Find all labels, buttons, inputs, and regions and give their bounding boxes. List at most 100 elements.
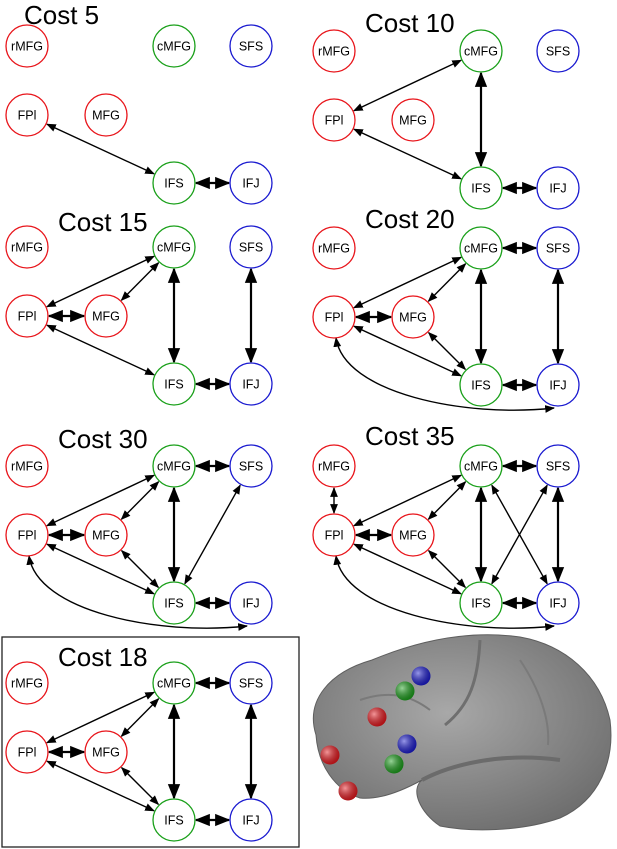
node-rmfg [312,444,356,488]
node-label-fpl: FPl [18,529,37,543]
edge-cmfg-mfg [120,698,160,737]
node-label-cmfg: cMFG [157,241,191,255]
node-sfs [229,225,273,269]
edge-fpl-ifs [46,324,155,376]
panel-title: Cost 15 [58,207,148,237]
node-rmfg [5,24,49,68]
edge-fpl-ifs [46,123,155,175]
node-cmfg [459,226,503,270]
node-label-cmfg: cMFG [157,40,191,54]
node-rmfg [5,661,49,705]
node-label-fpl: FPl [18,746,37,760]
node-ifj [229,581,273,625]
brain-dot-shading [411,666,431,686]
node-ifs [459,363,503,407]
node-label-mfg: MFG [92,109,120,123]
node-fpl [312,295,356,339]
node-label-rmfg: rMFG [318,460,350,474]
node-label-cmfg: cMFG [464,45,498,59]
node-label-mfg: MFG [92,529,120,543]
node-label-ifj: IFJ [242,814,259,828]
edge-cmfg-mfg [427,263,467,302]
node-cmfg [152,24,196,68]
node-label-cmfg: cMFG [157,677,191,691]
edge-fpl-ifj [333,337,555,413]
node-mfg [84,730,128,774]
node-label-fpl: FPl [325,114,344,128]
node-label-sfs: SFS [239,40,263,54]
node-cmfg [152,225,196,269]
node-sfs [536,29,580,73]
node-label-cmfg: cMFG [157,460,191,474]
node-sfs [229,24,273,68]
node-rmfg [5,225,49,269]
node-cmfg [459,29,503,73]
node-label-rmfg: rMFG [318,242,350,256]
brain-dot-shading [338,781,358,801]
brain-sulcus-2 [421,755,561,782]
panel-title: Cost 18 [58,642,148,672]
node-ifs [152,581,196,625]
node-fpl [5,93,49,137]
node-label-ifj: IFJ [242,378,259,392]
node-label-ifs: IFS [164,378,183,392]
brain-dots [320,666,431,801]
node-ifj [536,363,580,407]
node-ifj [536,581,580,625]
edge-mfg-ifs [120,766,160,806]
node-mfg [391,295,435,339]
node-label-ifs: IFS [471,182,490,196]
node-label-fpl: FPl [325,311,344,325]
brain-dot-shading [367,707,387,727]
node-label-mfg: MFG [92,746,120,760]
node-label-ifs: IFS [471,597,490,611]
node-sfs [229,661,273,705]
panel-title: Cost 35 [365,421,455,451]
node-label-sfs: SFS [239,460,263,474]
node-mfg [391,513,435,557]
node-ifs [459,166,503,210]
node-ifs [152,161,196,205]
node-label-sfs: SFS [546,45,570,59]
edge-fpl-ifj [26,555,248,631]
brain-sulcus-1 [444,639,482,727]
node-label-ifj: IFJ [242,177,259,191]
node-mfg [391,98,435,142]
highlight-frame [1,636,300,848]
panel-title: Cost 5 [24,0,99,30]
node-ifj [229,798,273,842]
panel-title: Cost 20 [365,204,455,234]
node-label-ifs: IFS [164,814,183,828]
node-mfg [84,513,128,557]
node-label-ifs: IFS [164,177,183,191]
node-label-ifs: IFS [471,379,490,393]
node-label-rmfg: rMFG [11,241,43,255]
brain-dot-shading [384,754,404,774]
node-label-mfg: MFG [399,311,427,325]
node-label-ifj: IFJ [549,379,566,393]
edge-fpl-ifs [353,128,462,180]
node-sfs [536,444,580,488]
node-label-fpl: FPl [18,109,37,123]
edge-cmfg-mfg [427,481,467,520]
node-rmfg [5,444,49,488]
node-fpl [312,513,356,557]
node-label-fpl: FPl [325,529,344,543]
node-mfg [84,93,128,137]
edge-cmfg-fpl [353,59,462,112]
node-label-ifj: IFJ [242,597,259,611]
node-cmfg [152,661,196,705]
node-label-ifj: IFJ [549,182,566,196]
node-label-rmfg: rMFG [11,40,43,54]
edge-sfs-ifs [184,484,241,585]
node-fpl [5,294,49,338]
node-label-cmfg: cMFG [464,460,498,474]
brain-dot-shading [397,734,417,754]
node-label-fpl: FPl [18,310,37,324]
